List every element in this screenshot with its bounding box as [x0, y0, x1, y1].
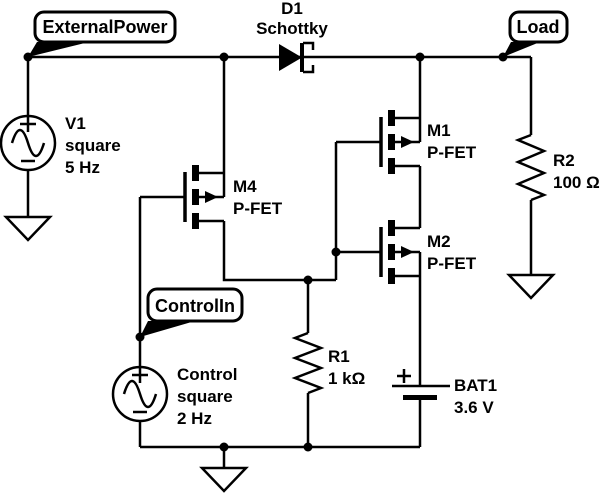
net-label-tail: [140, 321, 195, 337]
component-ref: Control: [177, 365, 237, 384]
component-ref: BAT1: [454, 376, 497, 395]
schottky-hook-top: [303, 41, 315, 50]
resistor-zigzag-icon: [291, 331, 325, 395]
net-label-text: ExternalPower: [42, 17, 167, 37]
diode-triangle-icon: [279, 44, 302, 71]
plus-icon: [132, 367, 148, 383]
component-value: 1 kΩ: [328, 369, 365, 388]
mosfet-m1[interactable]: M1 P-FET: [336, 110, 477, 174]
junction-dot: [331, 247, 341, 257]
junction-dot: [303, 442, 313, 452]
component-value: 3.6 V: [454, 398, 494, 417]
component-kind: P-FET: [233, 199, 283, 218]
net-label-load[interactable]: Load: [503, 10, 569, 57]
source-v1[interactable]: V1 square 5 Hz: [0, 114, 121, 177]
component-ref: R2: [553, 151, 575, 170]
component-value: 5 Hz: [65, 158, 100, 177]
mosfet-m4[interactable]: M4 P-FET: [140, 165, 283, 229]
component-kind: P-FET: [427, 143, 477, 162]
junction-dots: [23, 52, 508, 452]
component-kind: square: [177, 387, 233, 406]
resistor-zigzag-icon: [514, 133, 548, 202]
component-ref: V1: [65, 114, 86, 133]
source-control[interactable]: Control square 2 Hz: [111, 365, 237, 428]
component-kind: P-FET: [427, 254, 477, 273]
component-ref: M1: [427, 121, 451, 140]
component-kind: square: [65, 136, 121, 155]
component-ref: D1: [281, 0, 303, 18]
ground-v1[interactable]: [4, 215, 52, 242]
ground-r2[interactable]: [507, 273, 555, 300]
resistor-r2[interactable]: R2 100 Ω: [514, 133, 600, 202]
net-label-box: [33, 10, 177, 44]
net-label-box: [508, 10, 569, 44]
wire-m4-drain: [222, 221, 336, 282]
sine-wave-icon: [10, 128, 46, 158]
resistor-r1[interactable]: R1 1 kΩ: [291, 331, 365, 395]
junction-dot: [219, 52, 229, 62]
net-label-control-in[interactable]: ControlIn: [140, 287, 244, 337]
plus-icon: [20, 116, 36, 132]
net-label-tail: [28, 42, 89, 57]
schottky-hook-bottom: [303, 65, 315, 74]
net-label-box: [146, 287, 244, 323]
net-label-external-power[interactable]: ExternalPower: [28, 10, 177, 57]
sine-wave-icon: [122, 379, 158, 409]
net-label-text: Load: [517, 17, 560, 37]
component-ref: R1: [328, 347, 350, 366]
junction-dot: [219, 442, 229, 452]
plus-icon: [397, 369, 411, 383]
net-label-tail: [503, 42, 540, 57]
component-ref: M2: [427, 232, 451, 251]
wires: [26, 55, 533, 468]
component-value: 100 Ω: [553, 173, 600, 192]
component-ref: M4: [233, 177, 257, 196]
junction-dot: [415, 52, 425, 62]
mosfet-m2[interactable]: M2 P-FET: [336, 220, 477, 284]
junction-dot: [303, 275, 313, 285]
component-kind: Schottky: [256, 19, 328, 38]
component-value: 2 Hz: [177, 409, 212, 428]
battery-bat1[interactable]: BAT1 3.6 V: [392, 369, 497, 417]
net-label-text: ControlIn: [155, 296, 235, 316]
diode-d1[interactable]: D1 Schottky: [256, 0, 328, 74]
ground-bottom[interactable]: [200, 466, 248, 493]
